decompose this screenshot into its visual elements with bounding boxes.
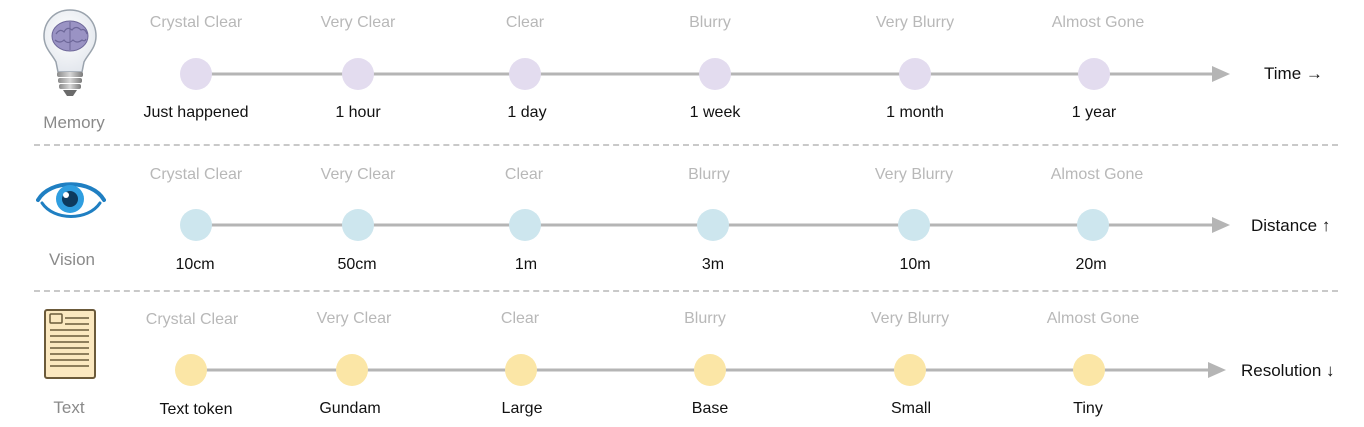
row-divider (34, 290, 1338, 292)
text-dot-2 (336, 354, 368, 386)
clarity-label: Blurry (689, 14, 731, 31)
memory-dot-6 (1078, 58, 1110, 90)
clarity-label: Clear (500, 310, 540, 327)
memory-dot-3 (509, 58, 541, 90)
vision-dot-3 (509, 209, 541, 241)
axis-title: Resolution ↓ (1241, 361, 1335, 380)
tick-label: Tiny (1073, 400, 1103, 417)
tick-label: 10m (899, 256, 931, 273)
tick-label: 1m (514, 256, 538, 273)
clarity-label: Very Blurry (870, 310, 950, 327)
text-dot-5 (894, 354, 926, 386)
clarity-label: Blurry (688, 166, 730, 183)
tick-label: Text token (159, 401, 233, 418)
vision-dot-4 (697, 209, 729, 241)
category-label: Memory (43, 113, 105, 132)
vision-row: Crystal Clear Very Clear Clear Blurry Ve… (0, 148, 1364, 290)
text-dot-1 (175, 354, 207, 386)
vision-dot-5 (898, 209, 930, 241)
tick-label: Small (890, 400, 932, 417)
memory-row: Crystal Clear Very Clear Clear Blurry Ve… (0, 0, 1364, 142)
tick-label: 1 day (507, 104, 547, 121)
tick-label: 1 hour (335, 104, 381, 121)
tick-label: 10cm (175, 256, 215, 273)
axis-title: Time → (1264, 64, 1323, 83)
clarity-label: Almost Gone (1051, 14, 1145, 31)
text-dot-4 (694, 354, 726, 386)
tick-label: Just happened (143, 104, 249, 121)
tick-label: 50cm (337, 256, 377, 273)
clarity-label: Very Blurry (874, 166, 954, 183)
text-dot-3 (505, 354, 537, 386)
tick-label: 1 month (886, 104, 944, 121)
clarity-label: Almost Gone (1050, 166, 1144, 183)
category-label: Vision (49, 250, 95, 269)
category-label: Text (53, 398, 85, 417)
memory-dot-4 (699, 58, 731, 90)
axis-title: Distance ↑ (1251, 216, 1331, 235)
memory-dot-5 (899, 58, 931, 90)
row-divider (34, 144, 1338, 146)
clarity-label: Crystal Clear (145, 311, 239, 328)
clarity-label: Very Clear (320, 166, 396, 183)
tick-label: Base (691, 400, 729, 417)
tick-label: 1 year (1071, 104, 1117, 121)
clarity-label: Clear (504, 166, 544, 183)
vision-dot-2 (342, 209, 374, 241)
tick-label: 3m (701, 256, 725, 273)
tick-label: 20m (1075, 256, 1107, 273)
vision-dot-1 (180, 209, 212, 241)
text-row: Crystal Clear Very Clear Clear Blurry Ve… (0, 294, 1364, 427)
clarity-label: Very Clear (316, 310, 392, 327)
clarity-label: Almost Gone (1046, 310, 1140, 327)
clarity-label: Crystal Clear (149, 166, 243, 183)
tick-label: Gundam (319, 400, 381, 417)
memory-dot-2 (342, 58, 374, 90)
tick-label: 1 week (689, 104, 741, 121)
clarity-label: Very Blurry (875, 14, 955, 31)
clarity-label: Blurry (684, 310, 726, 327)
tick-label: Large (501, 400, 543, 417)
text-dot-6 (1073, 354, 1105, 386)
clarity-label: Crystal Clear (149, 14, 243, 31)
vision-dot-6 (1077, 209, 1109, 241)
clarity-label: Clear (505, 14, 545, 31)
document-icon (44, 309, 96, 379)
memory-dot-1 (180, 58, 212, 90)
eye-icon (36, 182, 106, 218)
clarity-label: Very Clear (320, 14, 396, 31)
lightbulb-brain-icon (43, 9, 97, 96)
